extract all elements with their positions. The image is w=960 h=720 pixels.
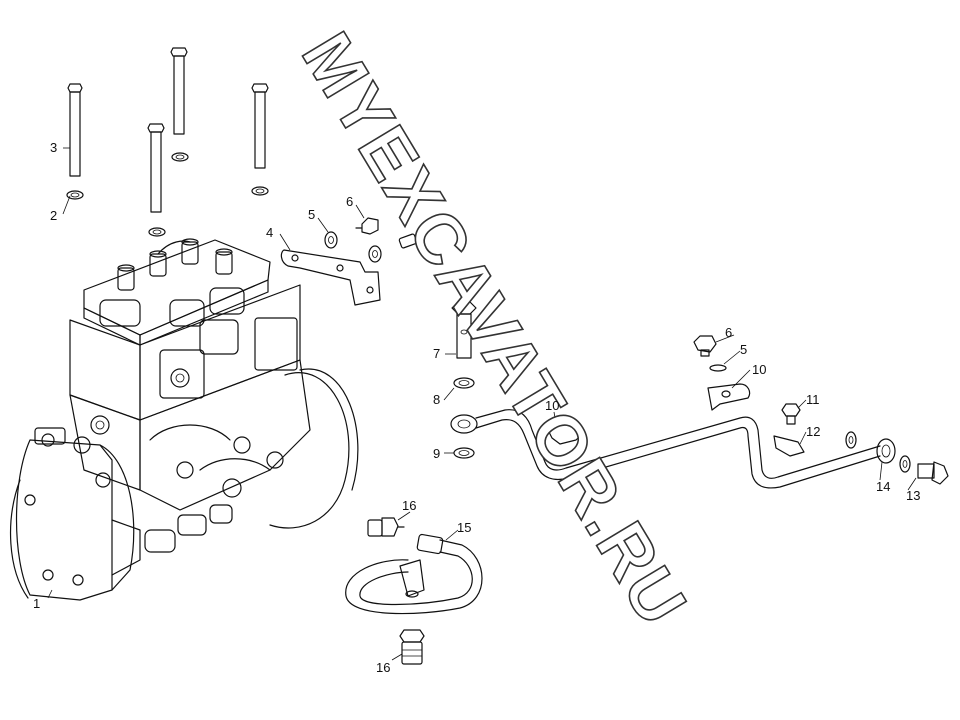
washer: [453, 377, 475, 389]
callout-label: 10: [752, 362, 766, 377]
callout-label: 14: [876, 479, 890, 494]
washer: [368, 245, 382, 263]
callout-label: 11: [806, 392, 820, 407]
callout-label: 8: [433, 392, 440, 407]
bolt: [355, 217, 379, 235]
callout-label: 5: [740, 342, 747, 357]
washer: [453, 447, 475, 459]
callout-label: 3: [50, 140, 57, 155]
injection-pump: [9, 238, 359, 601]
washer: [845, 431, 857, 449]
fitting: [399, 629, 425, 665]
bolt-group: [66, 47, 269, 237]
callout-labels: 1 2 3 4 5 6 7 8 9 10 6 5 10 11 12 14 13 …: [33, 140, 920, 675]
callout-label: 16: [402, 498, 416, 513]
washer: [899, 455, 911, 473]
callout-label: 4: [266, 225, 273, 240]
callout-label: 9: [433, 446, 440, 461]
pipe-clamp: [545, 419, 583, 445]
callout-label: 7: [433, 346, 440, 361]
callout-label: 13: [906, 488, 920, 503]
callout-label: 10: [545, 398, 559, 413]
nozzle-fitting: [398, 231, 425, 249]
bolt: [66, 83, 84, 200]
bolt: [693, 335, 717, 357]
bolt: [170, 47, 189, 162]
bolt: [781, 403, 801, 425]
bracket: [280, 249, 381, 306]
callout-label: 6: [725, 325, 732, 340]
bolt: [251, 83, 269, 196]
washer: [324, 231, 338, 249]
callout-label: 1: [33, 596, 40, 611]
callout-label: 15: [457, 520, 471, 535]
fitting: [367, 517, 405, 537]
banjo-bolt: [451, 301, 477, 359]
callout-label: 12: [806, 424, 820, 439]
plug-bolt: [917, 461, 949, 485]
callout-label: 2: [50, 208, 57, 223]
hose: [345, 533, 483, 615]
pipe-clamp: [707, 383, 751, 411]
fuel-pipe: [450, 409, 896, 489]
callout-label: 5: [308, 207, 315, 222]
callout-label: 16: [376, 660, 390, 675]
watermark-text: MYEXCAVATOR.RU: [287, 20, 702, 640]
washer: [709, 364, 727, 372]
bolt: [147, 123, 166, 237]
pipe-clamp: [773, 435, 805, 457]
callout-label: 6: [346, 194, 353, 209]
leader-lines: [47, 147, 917, 661]
